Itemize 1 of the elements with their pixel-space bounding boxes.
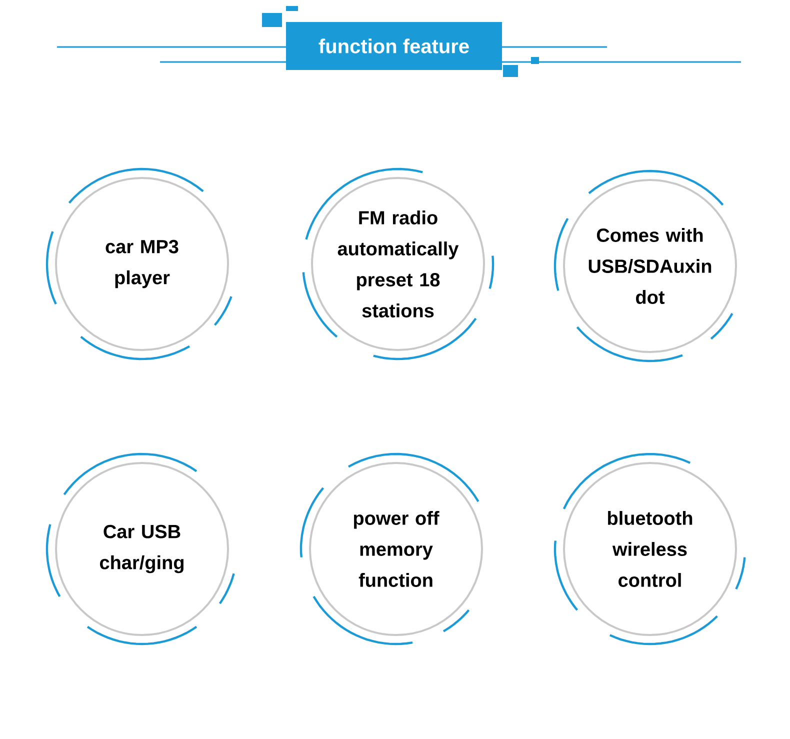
title-banner: function feature: [286, 22, 502, 70]
